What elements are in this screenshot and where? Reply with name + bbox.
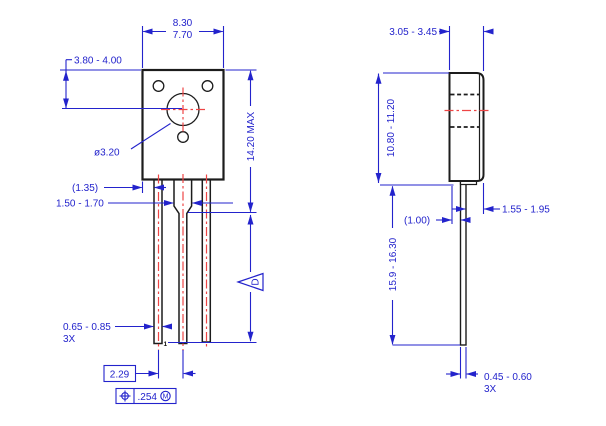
dim-lead-width: 0.65 - 0.85 3X [63, 322, 173, 345]
datum-d-flag: D [168, 214, 264, 344]
material-modifier-label: M [163, 394, 169, 401]
dim-lead-edge-ref: (1.35) [72, 181, 166, 194]
dim-lead-to-back: 1.55 - 1.95 [452, 183, 550, 216]
front-view: 8.30 7.70 3.80 - 4.00 ø3.20 (1.35) [56, 18, 264, 405]
hole-diameter-label: ø3.20 [94, 148, 120, 159]
pin-one-marker: 1 [164, 341, 168, 348]
dim-lead-pitch: 2.29 [103, 350, 196, 383]
lead-width-qty-label: 3X [63, 334, 76, 345]
dim-lead-thickness: 0.45 - 0.60 3X [446, 347, 532, 395]
lead-side [459, 181, 467, 346]
hole-bottom-center [177, 131, 189, 143]
side-view: 3.05 - 3.45 10.80 - 11.20 15.9 - 16.30 (… [375, 26, 550, 395]
lead-thickness-qty-label: 3X [484, 384, 497, 395]
dim-center-lead-width: 1.50 - 1.70 [56, 199, 233, 210]
lead-pitch-label: 2.29 [110, 370, 130, 381]
center-lead-width-label: 1.50 - 1.70 [56, 199, 104, 210]
body-height-label: 10.80 - 11.20 [386, 98, 397, 157]
body-thickness-label: 3.05 - 3.45 [389, 27, 437, 38]
package-leads-front [153, 178, 212, 345]
datum-triangle [236, 272, 264, 292]
hidden-hole-lines [450, 93, 480, 128]
dim-lead-length: 15.9 - 16.30 [388, 185, 460, 346]
material-modifier-icon: M [160, 390, 171, 402]
body-width-min-label: 7.70 [173, 30, 193, 41]
feature-control-frame: .254 M [115, 387, 177, 405]
dim-body-height: 10.80 - 11.20 [375, 72, 454, 186]
lead-setback-label: (1.00) [404, 216, 430, 227]
lead-thickness-label: 0.45 - 0.60 [484, 372, 532, 383]
lead-edge-ref-label: (1.35) [72, 183, 98, 194]
hole-top-right [201, 80, 214, 92]
body-width-max-label: 8.30 [173, 18, 193, 29]
dim-body-width: 8.30 7.70 [141, 18, 225, 68]
lead-width-label: 0.65 - 0.85 [63, 322, 111, 333]
dim-hole-offset: 3.80 - 4.00 [60, 56, 182, 110]
dim-overall-height: 14.20 MAX [188, 69, 257, 214]
callout-hole-diameter: ø3.20 [94, 123, 171, 159]
datum-label: D [251, 278, 262, 285]
lead-to-back-label: 1.55 - 1.95 [502, 205, 550, 216]
position-tolerance-label: .254 [138, 392, 158, 403]
hole-offset-label: 3.80 - 4.00 [74, 56, 122, 67]
dim-lead-setback: (1.00) [404, 186, 471, 227]
centerlines-front [157, 87, 208, 351]
dim-body-thickness: 3.05 - 3.45 [389, 26, 494, 71]
position-symbol-icon [119, 390, 131, 402]
lead-length-label: 15.9 - 16.30 [388, 237, 399, 291]
hole-top-left [152, 80, 165, 92]
overall-height-label: 14.20 MAX [246, 111, 257, 161]
